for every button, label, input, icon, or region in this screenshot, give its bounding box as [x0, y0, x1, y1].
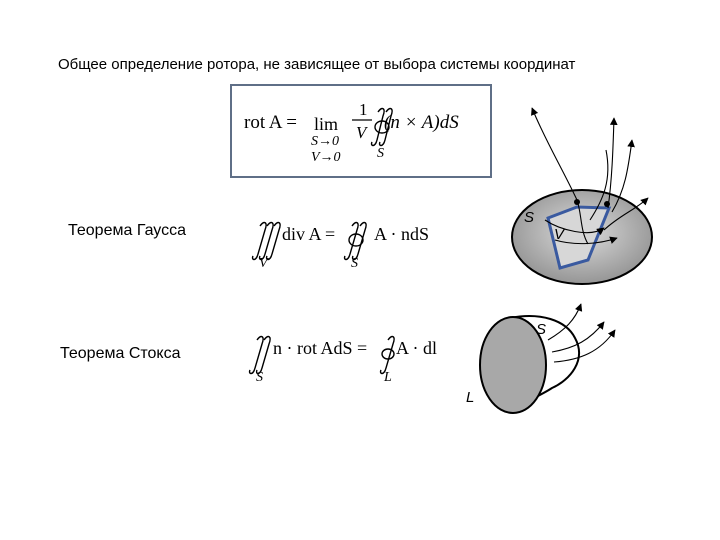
gauss-lhs-subscript: V [259, 256, 268, 271]
rotor-definition-box [230, 84, 492, 178]
definition-integral-subscript: S [377, 146, 384, 161]
definition-integrand: (n × A)dS [384, 112, 459, 134]
definition-surface-integral-symbol [370, 107, 393, 147]
stokes-figure: S L [466, 303, 616, 414]
fraction-denominator: V [356, 123, 367, 142]
fraction-numerator: 1 [359, 100, 368, 119]
stokes-surface-label: S [536, 321, 546, 338]
gauss-surface-integral-symbol [343, 221, 367, 261]
stokes-contour-ellipse [479, 316, 547, 414]
gauss-surface-label: S [524, 209, 534, 226]
gauss-figure: S V [511, 107, 653, 285]
stokes-surface-integral-symbol [248, 335, 271, 375]
definition-integrand-text: (n × A)dS [384, 112, 459, 133]
lim-subscript-s: S→0 [311, 134, 339, 149]
gauss-rhs: A · ndS [374, 224, 430, 244]
stokes-rhs-subscript: L [384, 370, 392, 385]
page-heading: Общее определение ротора, не зависящее о… [58, 56, 576, 73]
gauss-theorem-label: Теорема Гаусса [68, 222, 187, 239]
stokes-contour-integral-symbol [379, 335, 395, 375]
stokes-lhs-subscript: S [256, 370, 263, 385]
lim-operator: lim [314, 114, 339, 134]
stokes-rhs: A · dl [396, 338, 438, 358]
gauss-volume-label: V [554, 226, 566, 243]
rot-lhs-text: rot A = [244, 112, 297, 133]
rot-lhs: rot A = [244, 112, 297, 134]
stokes-lhs: n · rot AdS = [273, 338, 368, 358]
gauss-lhs: div A = [282, 224, 336, 244]
gauss-rhs-subscript: S [351, 256, 358, 271]
stokes-contour-label: L [466, 389, 474, 406]
stokes-theorem-label: Теорема Стокса [60, 345, 181, 362]
lim-subscript-v: V→0 [311, 150, 341, 165]
gauss-volume-integral-symbol [251, 221, 281, 261]
